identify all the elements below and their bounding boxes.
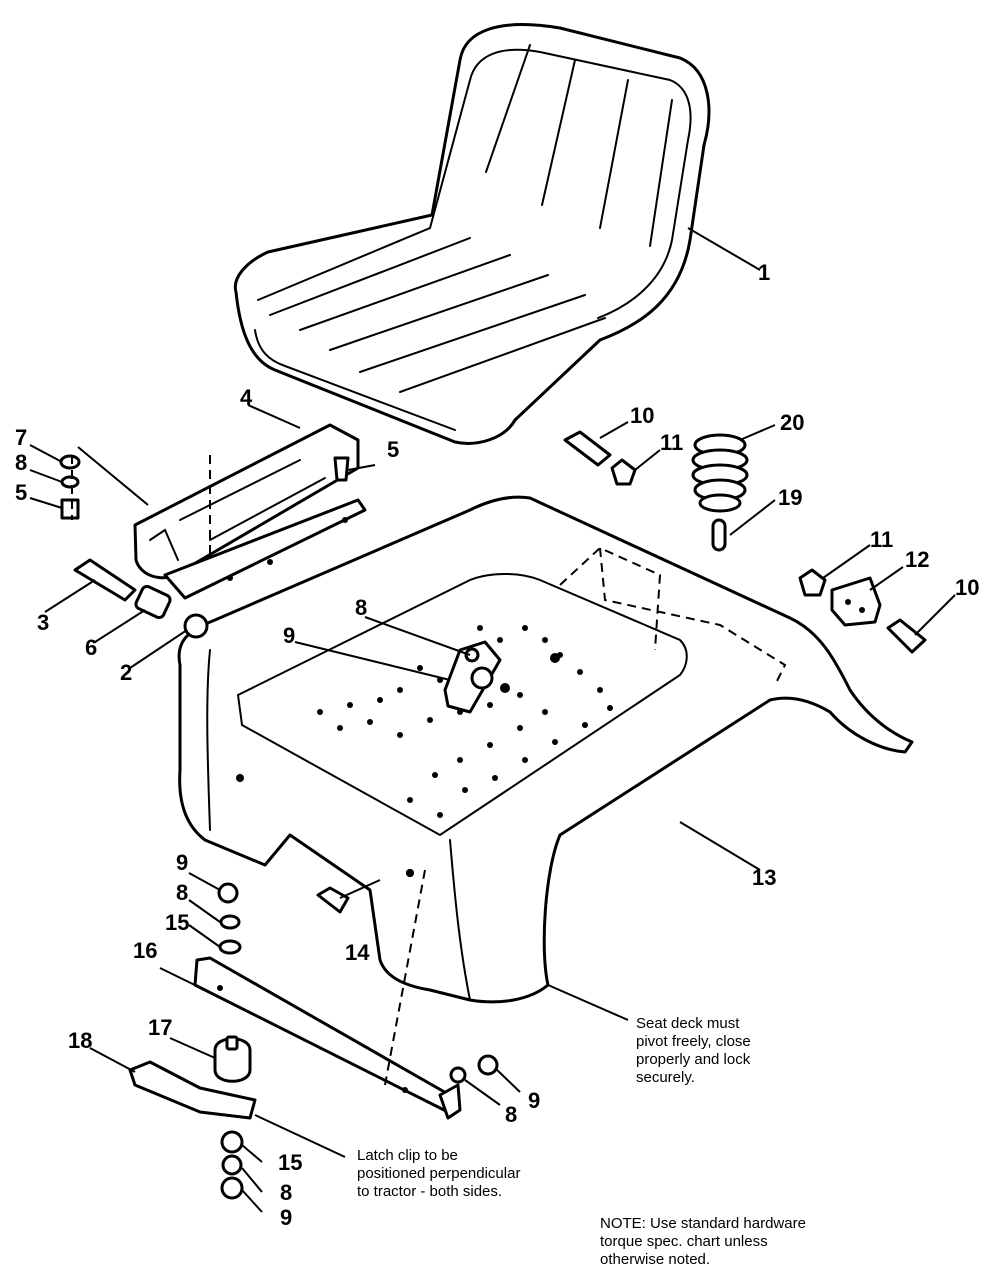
callout-15-upper: 15 xyxy=(165,910,189,935)
annotation-latch-clip: Latch clip to be positioned perpendicula… xyxy=(357,1147,520,1200)
callout-3: 3 xyxy=(37,610,49,635)
pin xyxy=(711,518,727,552)
seat-deck-note-line-3: properly and lock xyxy=(636,1051,751,1068)
callout-20: 20 xyxy=(780,410,804,435)
upper-right-hardware xyxy=(563,430,749,552)
seat-deck-note-line-1: Seat deck must xyxy=(636,1015,740,1032)
callout-6: 6 xyxy=(85,635,97,660)
seat xyxy=(233,23,711,445)
hinge-hardware xyxy=(73,456,350,639)
seat-deck-note-line-2: pivot freely, close xyxy=(636,1033,751,1050)
callout-8-plate: 8 xyxy=(355,595,367,620)
bracket-bolt xyxy=(333,456,350,482)
callout-4: 4 xyxy=(240,385,253,410)
callout-10-upper: 10 xyxy=(630,403,654,428)
callout-8-lower-right: 8 xyxy=(505,1102,517,1127)
seat-deck xyxy=(177,495,914,1004)
hinge-bolt xyxy=(73,558,137,602)
right-side-hardware xyxy=(798,568,927,654)
bracket-12 xyxy=(830,576,882,627)
torque-note-line-3: otherwise noted. xyxy=(600,1251,710,1268)
torque-note-line-1: NOTE: Use standard hardware xyxy=(600,1215,806,1232)
callout-2: 2 xyxy=(120,660,132,685)
seat-deck-note-line-4: securely. xyxy=(636,1069,695,1086)
annotation-torque-note: NOTE: Use standard hardware torque spec.… xyxy=(600,1215,806,1268)
callout-9-plate: 9 xyxy=(283,623,295,648)
callout-18: 18 xyxy=(68,1028,92,1053)
callout-13: 13 xyxy=(752,865,776,890)
torque-note-line-2: torque spec. chart unless xyxy=(600,1233,768,1250)
lower-hardware xyxy=(128,869,499,1200)
callout-9-lower-left: 9 xyxy=(176,850,188,875)
callout-8-lower-left: 8 xyxy=(176,880,188,905)
callout-7: 7 xyxy=(15,425,27,450)
callout-15-bottom: 15 xyxy=(278,1150,302,1175)
pivot-plate xyxy=(443,640,502,714)
callout-10-right: 10 xyxy=(955,575,979,600)
callout-14: 14 xyxy=(345,940,370,965)
callout-5-bracket: 5 xyxy=(387,437,399,462)
latch-clip-note-line-1: Latch clip to be xyxy=(357,1147,458,1164)
callout-19: 19 xyxy=(778,485,802,510)
callout-labels: 1 2 3 4 5 5 6 7 8 8 8 8 8 9 9 9 9 10 10 … xyxy=(15,260,979,1230)
latch-clip-18 xyxy=(128,1060,257,1120)
rubber-mount-17 xyxy=(213,1037,252,1083)
hinge-nut xyxy=(183,613,209,639)
callout-9-lower-right: 9 xyxy=(528,1088,540,1113)
latch-clip-note-line-2: positioned perpendicular xyxy=(357,1165,520,1182)
callout-16: 16 xyxy=(133,938,157,963)
callout-8-stack: 8 xyxy=(15,450,27,475)
callout-8-bottom: 8 xyxy=(280,1180,292,1205)
left-hardware-stack xyxy=(59,454,81,520)
bolt-14 xyxy=(316,886,350,914)
callout-17: 17 xyxy=(148,1015,172,1040)
latch-clip-note-line-3: to tractor - both sides. xyxy=(357,1183,502,1200)
callout-12: 12 xyxy=(905,547,929,572)
spring xyxy=(691,433,749,513)
callout-9-bottom: 9 xyxy=(280,1205,292,1230)
callout-5-stack: 5 xyxy=(15,480,27,505)
deck-mounting-holes xyxy=(236,625,613,877)
hinge-bracket xyxy=(133,423,367,600)
leader-lines xyxy=(29,227,956,1213)
callout-1: 1 xyxy=(758,260,770,285)
callout-11-right: 11 xyxy=(870,527,893,552)
annotation-seat-deck: Seat deck must pivot freely, close prope… xyxy=(636,1015,751,1086)
callout-11-upper: 11 xyxy=(660,430,683,455)
